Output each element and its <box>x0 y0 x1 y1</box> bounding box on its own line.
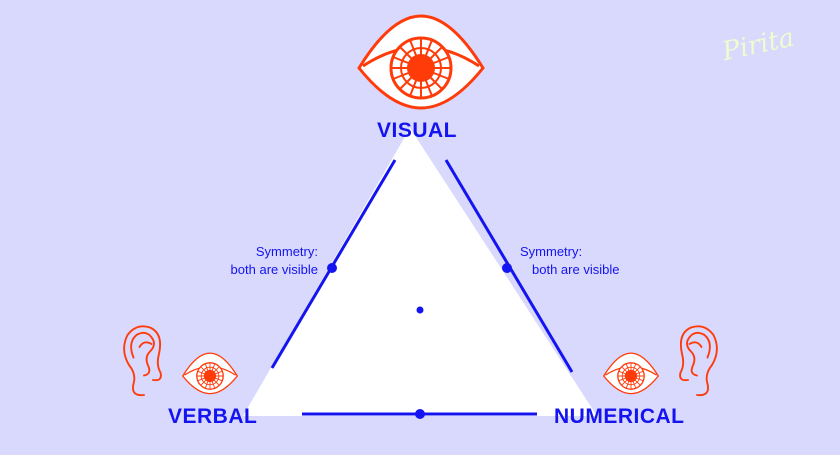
eye-icon-left <box>182 352 238 395</box>
dot-center <box>416 306 424 314</box>
label-visual: VISUAL <box>377 119 458 142</box>
note-left-line2: both are visible <box>230 262 318 277</box>
ear-icon-right <box>679 325 718 397</box>
note-left: Symmetry: both are visible <box>190 243 318 279</box>
eye-icon-top <box>357 14 485 110</box>
ear-icon-left <box>123 325 162 397</box>
label-numerical: NUMERICAL <box>554 405 685 428</box>
note-right-line1: Symmetry: <box>520 244 583 259</box>
label-verbal: VERBAL <box>168 405 258 428</box>
dot-bottom <box>415 409 425 419</box>
dot-left <box>327 263 337 273</box>
note-left-line1: Symmetry: <box>255 244 318 259</box>
note-right-line2: both are visible <box>532 262 620 277</box>
note-right: Symmetry: both are visible <box>520 243 660 279</box>
eye-icon-right <box>603 352 659 395</box>
triangle <box>243 128 597 416</box>
dot-right <box>502 263 512 273</box>
